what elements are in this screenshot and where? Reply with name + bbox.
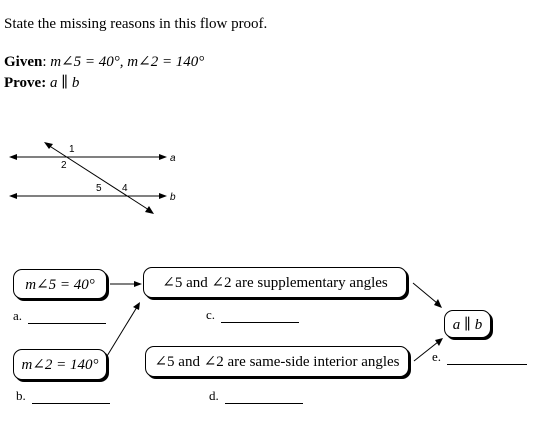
prove-statement: Prove: a ∥ b: [4, 73, 79, 92]
line-b-label: b: [170, 192, 176, 203]
flow-box-given-angle5: m∠5 = 40°: [13, 269, 107, 299]
blank-d-label: d.: [209, 388, 219, 403]
line-a-left-arrow: [9, 154, 17, 160]
flow-box-same-side-interior: ∠5 and ∠2 are same-side interior angles: [145, 346, 409, 377]
angle-2-label: 2: [61, 160, 67, 171]
given-sep: :: [42, 54, 47, 70]
line-b-left-arrow: [9, 193, 17, 199]
angle-1-label: 1: [69, 144, 75, 155]
blank-b: b.: [16, 388, 110, 404]
angle-5-label: 5: [96, 183, 102, 194]
blank-e-line[interactable]: [447, 352, 528, 365]
prove-label: Prove:: [4, 75, 47, 91]
angle-4-label: 4: [122, 183, 128, 194]
blank-b-line[interactable]: [31, 391, 110, 404]
blank-a-label: a.: [13, 308, 23, 323]
flow-box-conclusion: a ∥ b: [444, 310, 491, 338]
transversal: [47, 144, 150, 211]
flow-box-supplementary: ∠5 and ∠2 are supplementary angles: [143, 267, 407, 298]
given-text: m∠5 = 40°, m∠2 = 140°: [50, 54, 205, 70]
line-a-label: a: [170, 153, 176, 164]
arrowhead-box2-box5: [434, 299, 442, 308]
blank-c: c.: [206, 307, 300, 323]
blank-b-label: b.: [16, 388, 26, 403]
transversal-start-arrow: [44, 142, 53, 149]
line-b-right-arrow: [159, 193, 167, 199]
line-a-right-arrow: [159, 154, 167, 160]
given-label: Given: [4, 54, 43, 70]
blank-e-label: e.: [432, 349, 442, 364]
arrowhead-box1-box2: [134, 281, 142, 287]
blank-a: a.: [13, 308, 107, 324]
blank-c-line[interactable]: [221, 310, 300, 323]
arrow-box2-box5: [412, 282, 438, 304]
blank-a-line[interactable]: [28, 311, 107, 324]
arrowhead-box3-box2: [133, 302, 140, 310]
prove-text: a ∥ b: [49, 75, 80, 91]
blank-e: e.: [432, 349, 528, 365]
arrow-box4-box5: [413, 341, 439, 362]
arrowhead-box4-box5: [435, 338, 443, 346]
blank-d: d.: [209, 388, 303, 404]
blank-d-line[interactable]: [224, 391, 303, 404]
transversal-end-arrow: [145, 206, 154, 214]
given-statement: Given: m∠5 = 40°, m∠2 = 140°: [4, 52, 204, 71]
flow-box-given-angle2: m∠2 = 140°: [13, 349, 107, 380]
arrow-box3-box2: [103, 306, 138, 362]
instruction-text: State the missing reasons in this flow p…: [4, 16, 268, 32]
blank-c-label: c.: [206, 307, 216, 322]
